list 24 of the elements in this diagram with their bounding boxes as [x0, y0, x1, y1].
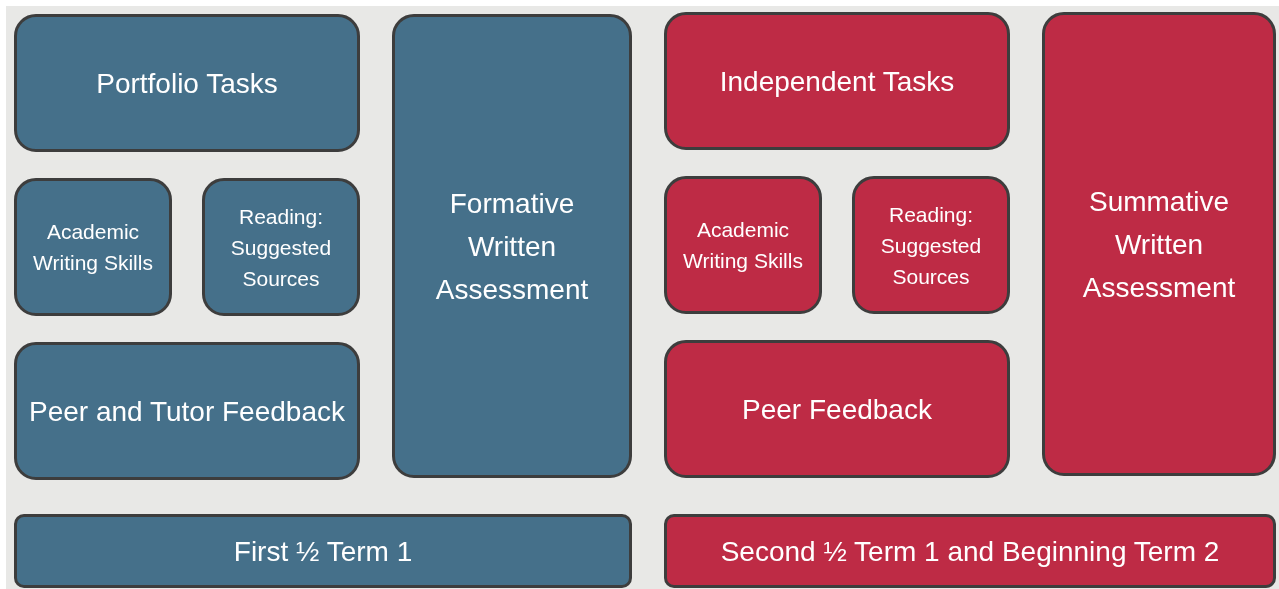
box-label: Academic Writing Skills [32, 219, 154, 276]
box-label: Reading: Suggested Sources [879, 201, 983, 290]
rounded-box [1042, 12, 1276, 476]
box-label: Summative Written Assessment [1081, 184, 1237, 305]
box-label: Reading: Suggested Sources [229, 203, 333, 292]
box-label: Second ½ Term 1 and Beginning Term 2 [720, 534, 1220, 569]
box-label: Peer and Tutor Feedback [29, 394, 345, 429]
rounded-box [14, 514, 632, 588]
box-label: Academic Writing Skills [682, 217, 804, 274]
rounded-box [202, 178, 360, 316]
rounded-box [664, 514, 1276, 588]
rounded-box [852, 176, 1010, 314]
box-label: Formative Written Assessment [434, 186, 590, 307]
box-label: Independent Tasks [719, 64, 955, 99]
rounded-box [14, 178, 172, 316]
rounded-box [392, 14, 632, 478]
rounded-box [664, 340, 1010, 478]
rounded-box [14, 342, 360, 480]
rounded-box [14, 14, 360, 152]
box-label: Portfolio Tasks [96, 66, 278, 101]
rounded-box [664, 176, 822, 314]
rounded-box [664, 12, 1010, 150]
box-label: Peer Feedback [742, 392, 932, 427]
box-label: First ½ Term 1 [233, 534, 413, 569]
